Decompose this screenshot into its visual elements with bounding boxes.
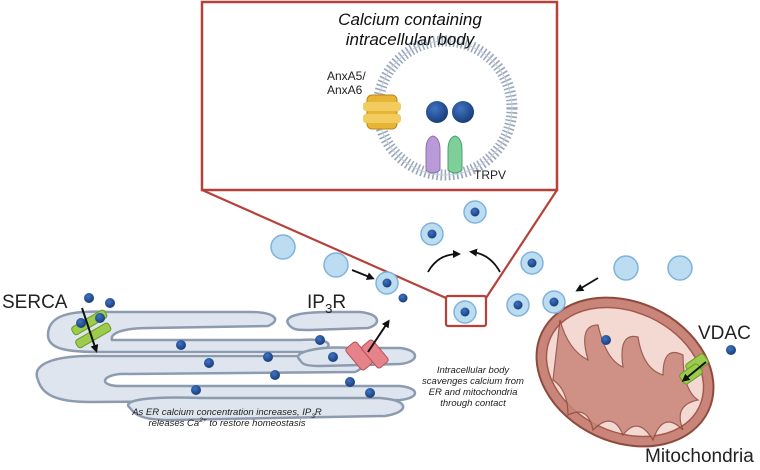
trpv-channel-icon [425, 135, 463, 174]
er-ion-group [76, 293, 375, 398]
calcium-ion-icon [365, 388, 375, 398]
calcium-ion-icon [527, 258, 537, 268]
calcium-ion-icon [427, 229, 437, 239]
mitochondria [535, 296, 715, 448]
vesicle [613, 255, 639, 281]
calcium-ion-icon [345, 377, 355, 387]
calcium-ion-icon [95, 313, 105, 323]
calcium-ion-icon [382, 278, 392, 288]
calcium-ion-icon [470, 207, 480, 217]
inset-ion-group [426, 101, 474, 123]
calcium-ion-icon [191, 385, 201, 395]
calcium-ion-icon [398, 293, 408, 303]
inset-title: Calcium containing intracellular body [338, 10, 482, 49]
calcium-ion-icon [204, 358, 214, 368]
calcium-ion-icon [263, 352, 273, 362]
flow-arrows [351, 248, 599, 292]
vdac-channel-icon [679, 353, 709, 385]
calcium-ion-icon [513, 300, 523, 310]
calcium-ion-icon [105, 298, 115, 308]
calcium-ion-icon [549, 297, 559, 307]
serca-label: SERCA [2, 292, 68, 313]
calcium-ion-icon [726, 345, 736, 355]
calcium-ion-icon [76, 318, 86, 328]
trpv-label: TRPV [474, 168, 507, 182]
vesicle [323, 252, 349, 278]
vesicle-with-ion [542, 290, 566, 314]
mitochondria-label: Mitochondria [645, 446, 754, 467]
mito-ion-group [601, 335, 736, 355]
anx-label: AnxA5/ AnxA6 [327, 69, 366, 97]
vdac-label: VDAC [698, 323, 751, 344]
vesicle-with-ion [506, 293, 530, 317]
ip3r-label: IP3R [307, 292, 347, 316]
calcium-ion-icon [452, 101, 474, 123]
calcium-ion-icon [315, 335, 325, 345]
center-note: Intracellular body scavenges calcium fro… [422, 365, 524, 409]
calcium-ion-icon [460, 307, 470, 317]
vesicle-with-ion [375, 271, 399, 295]
vesicle-with-ion [453, 300, 477, 324]
vesicle-with-ion [463, 200, 487, 224]
calcium-ion-icon [426, 101, 448, 123]
anxa-channel-icon [363, 94, 401, 130]
calcium-ion-icon [176, 340, 186, 350]
calcium-ion-icon [84, 293, 94, 303]
vesicle-with-ion [520, 251, 544, 275]
er-caption: As ER calcium concentration increases, I… [132, 407, 322, 429]
vesicle-with-ion [420, 222, 444, 246]
free-vesicles [270, 200, 693, 324]
vesicle [270, 234, 296, 260]
calcium-ion-icon [601, 335, 611, 345]
vesicle [667, 255, 693, 281]
ip3r-channel-icon [345, 319, 390, 371]
calcium-ion-icon [328, 352, 338, 362]
calcium-ion-icon [270, 370, 280, 380]
